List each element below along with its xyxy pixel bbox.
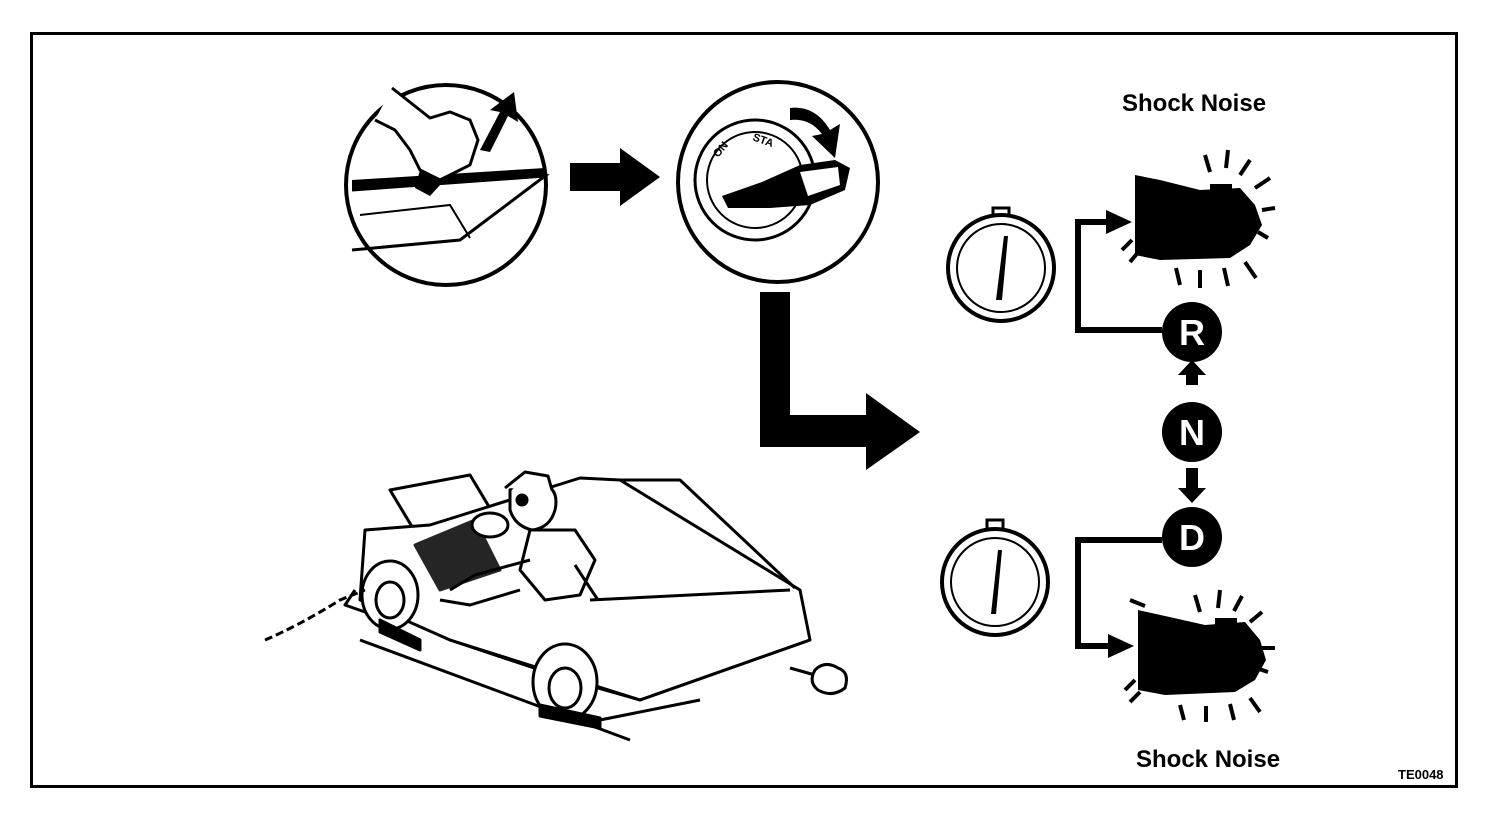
gear-n: N — [1162, 402, 1222, 462]
car-test-illustration — [264, 470, 848, 742]
diagram-frame — [30, 32, 1458, 788]
d-connector — [1075, 537, 1162, 658]
arrow-down-icon — [1178, 468, 1206, 503]
arrow-up-icon — [1178, 360, 1206, 385]
gear-r-label: R — [1179, 312, 1205, 353]
ignition-key-illustration: ON STA — [676, 80, 880, 284]
transmission-top-icon — [1120, 149, 1276, 288]
transmission-bottom-icon — [1123, 589, 1275, 722]
gear-r: R — [1162, 302, 1222, 362]
l-arrow-icon — [760, 292, 920, 470]
arrow-right-icon — [570, 148, 660, 206]
stopwatch-bottom-icon — [940, 518, 1050, 637]
shock-noise-top-label: Shock Noise — [1122, 90, 1267, 117]
gear-n-label: N — [1179, 412, 1205, 453]
r-connector — [1075, 210, 1162, 333]
parking-brake-illustration — [344, 83, 550, 287]
gear-d: D — [1162, 507, 1222, 567]
figure-code-label: TE0048 — [1398, 767, 1444, 782]
stopwatch-top-icon — [946, 206, 1056, 323]
gear-d-label: D — [1179, 517, 1205, 558]
shock-noise-bottom-label: Shock Noise — [1136, 746, 1281, 773]
